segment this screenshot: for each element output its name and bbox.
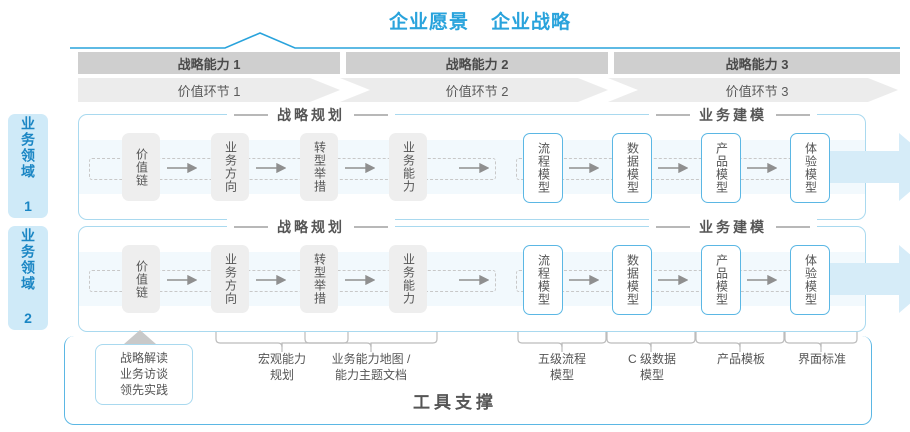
tool-label-ui-standard: 界面标准 [797,352,846,366]
dash-left [234,226,268,228]
peak-connector-icon [70,32,900,49]
stage-label-2: 价值环节 2 [445,83,509,99]
row-2-node-product-model[interactable]: 产品模型 [701,245,741,315]
domain-tab-1-label: 业务领域 1 [20,116,37,216]
row-1-modeling-label: 业务建模 [699,107,767,123]
dash-right [354,226,388,228]
stage-label-1: 价值环节 1 [177,83,241,99]
row-1-rail-planning [89,158,496,180]
tool-boxed-line-2: 业务访谈 [119,367,168,382]
tool-label-capability-map: 业务能力地图 / 能力主题文档 [331,352,411,382]
tool-support-container [64,336,872,425]
domain-tab-2[interactable]: 业务领域 2 [8,226,48,330]
row-2-node-value-chain[interactable]: 价值链 [122,245,160,313]
capability-cell-3: 战略能力 3 [614,52,900,74]
arrow-right-icon [167,275,197,285]
dash-left [234,114,268,116]
tool-label-c-level-data: C 级数据 模型 [627,352,676,382]
capability-cell-1: 战略能力 1 [78,52,340,74]
arrow-right-icon [569,163,599,173]
arrow-right-icon [747,163,777,173]
arrow-right-icon [256,275,286,285]
capability-band: 战略能力 1 战略能力 2 战略能力 3 [78,52,900,74]
row-1-node-transformation[interactable]: 转型举措 [300,133,338,201]
tool-label-boxed: 战略解读 业务访谈 领先实践 [95,344,193,405]
row-1-node-experience-model[interactable]: 体验模型 [790,133,830,203]
row-1-node-value-chain[interactable]: 价值链 [122,133,160,201]
row-2-node-business-capability[interactable]: 业务能力 [389,245,427,313]
row-1-node-process-model[interactable]: 流程模型 [523,133,563,203]
row-2-node-business-direction[interactable]: 业务方向 [211,245,249,313]
enterprise-vision-title: 企业愿景 [388,11,469,33]
value-stage-band: 价值环节 1 价值环节 2 价值环节 3 [78,78,900,102]
capability-cell-2: 战略能力 2 [346,52,608,74]
tool-label-macro-capability: 宏观能力 规划 [257,352,306,382]
row-1-node-product-model[interactable]: 产品模型 [701,133,741,203]
row-2-section-modeling-title: 业务建模 [649,217,817,237]
arrow-right-icon [345,163,375,173]
row-1-flow-arrow-icon [821,133,910,201]
dash-right [776,114,810,116]
arrow-right-icon [459,163,489,173]
domain-row-2: 战略规划 业务建模 价值链 业务方向 转型举措 业务能力 流程模型 数据模型 产… [78,217,910,332]
row-2-flow-arrow-icon [821,245,910,313]
row-2-node-process-model[interactable]: 流程模型 [523,245,563,315]
row-2-node-experience-model[interactable]: 体验模型 [790,245,830,315]
footer-title: 工具支撑 [413,393,497,412]
tool-label-product-template: 产品模板 [716,352,765,366]
row-1-node-business-capability[interactable]: 业务能力 [389,133,427,201]
dash-left [656,226,690,228]
dash-right [354,114,388,116]
row-2-node-data-model[interactable]: 数据模型 [612,245,652,315]
arrow-right-icon [345,275,375,285]
stage-label-3: 价值环节 3 [725,83,789,99]
domain-tab-2-label: 业务领域 2 [20,228,37,328]
domain-tab-1[interactable]: 业务领域 1 [8,114,48,218]
tool-boxed-line-1: 战略解读 [119,351,168,365]
arrow-right-icon [747,275,777,285]
row-1-node-data-model[interactable]: 数据模型 [612,133,652,203]
tool-boxed-line-3: 领先实践 [119,383,168,398]
row-1-planning-label: 战略规划 [277,107,345,123]
stage-chevrons-icon [78,78,900,102]
domain-row-1: 战略规划 业务建模 价值链 业务方向 转型举措 业务能力 流程模型 数据模型 产… [78,105,910,220]
arrow-right-icon [167,163,197,173]
dash-right [776,226,810,228]
enterprise-strategy-title: 企业战略 [491,11,572,33]
row-2-node-transformation[interactable]: 转型举措 [300,245,338,313]
arrow-right-icon [658,163,688,173]
row-2-planning-label: 战略规划 [277,219,345,235]
row-1-section-modeling-title: 业务建模 [649,105,817,125]
arrow-right-icon [569,275,599,285]
row-1-section-planning-title: 战略规划 [227,105,395,125]
top-titles: 企业愿景 企业战略 [340,6,620,34]
dash-left [656,114,690,116]
row-2-modeling-label: 业务建模 [699,219,767,235]
row-2-rail-planning [89,270,496,292]
arrow-right-icon [256,163,286,173]
tool-label-five-level-process: 五级流程 模型 [537,352,586,382]
row-1-node-business-direction[interactable]: 业务方向 [211,133,249,201]
row-2-section-planning-title: 战略规划 [227,217,395,237]
arrow-right-icon [658,275,688,285]
arrow-right-icon [459,275,489,285]
